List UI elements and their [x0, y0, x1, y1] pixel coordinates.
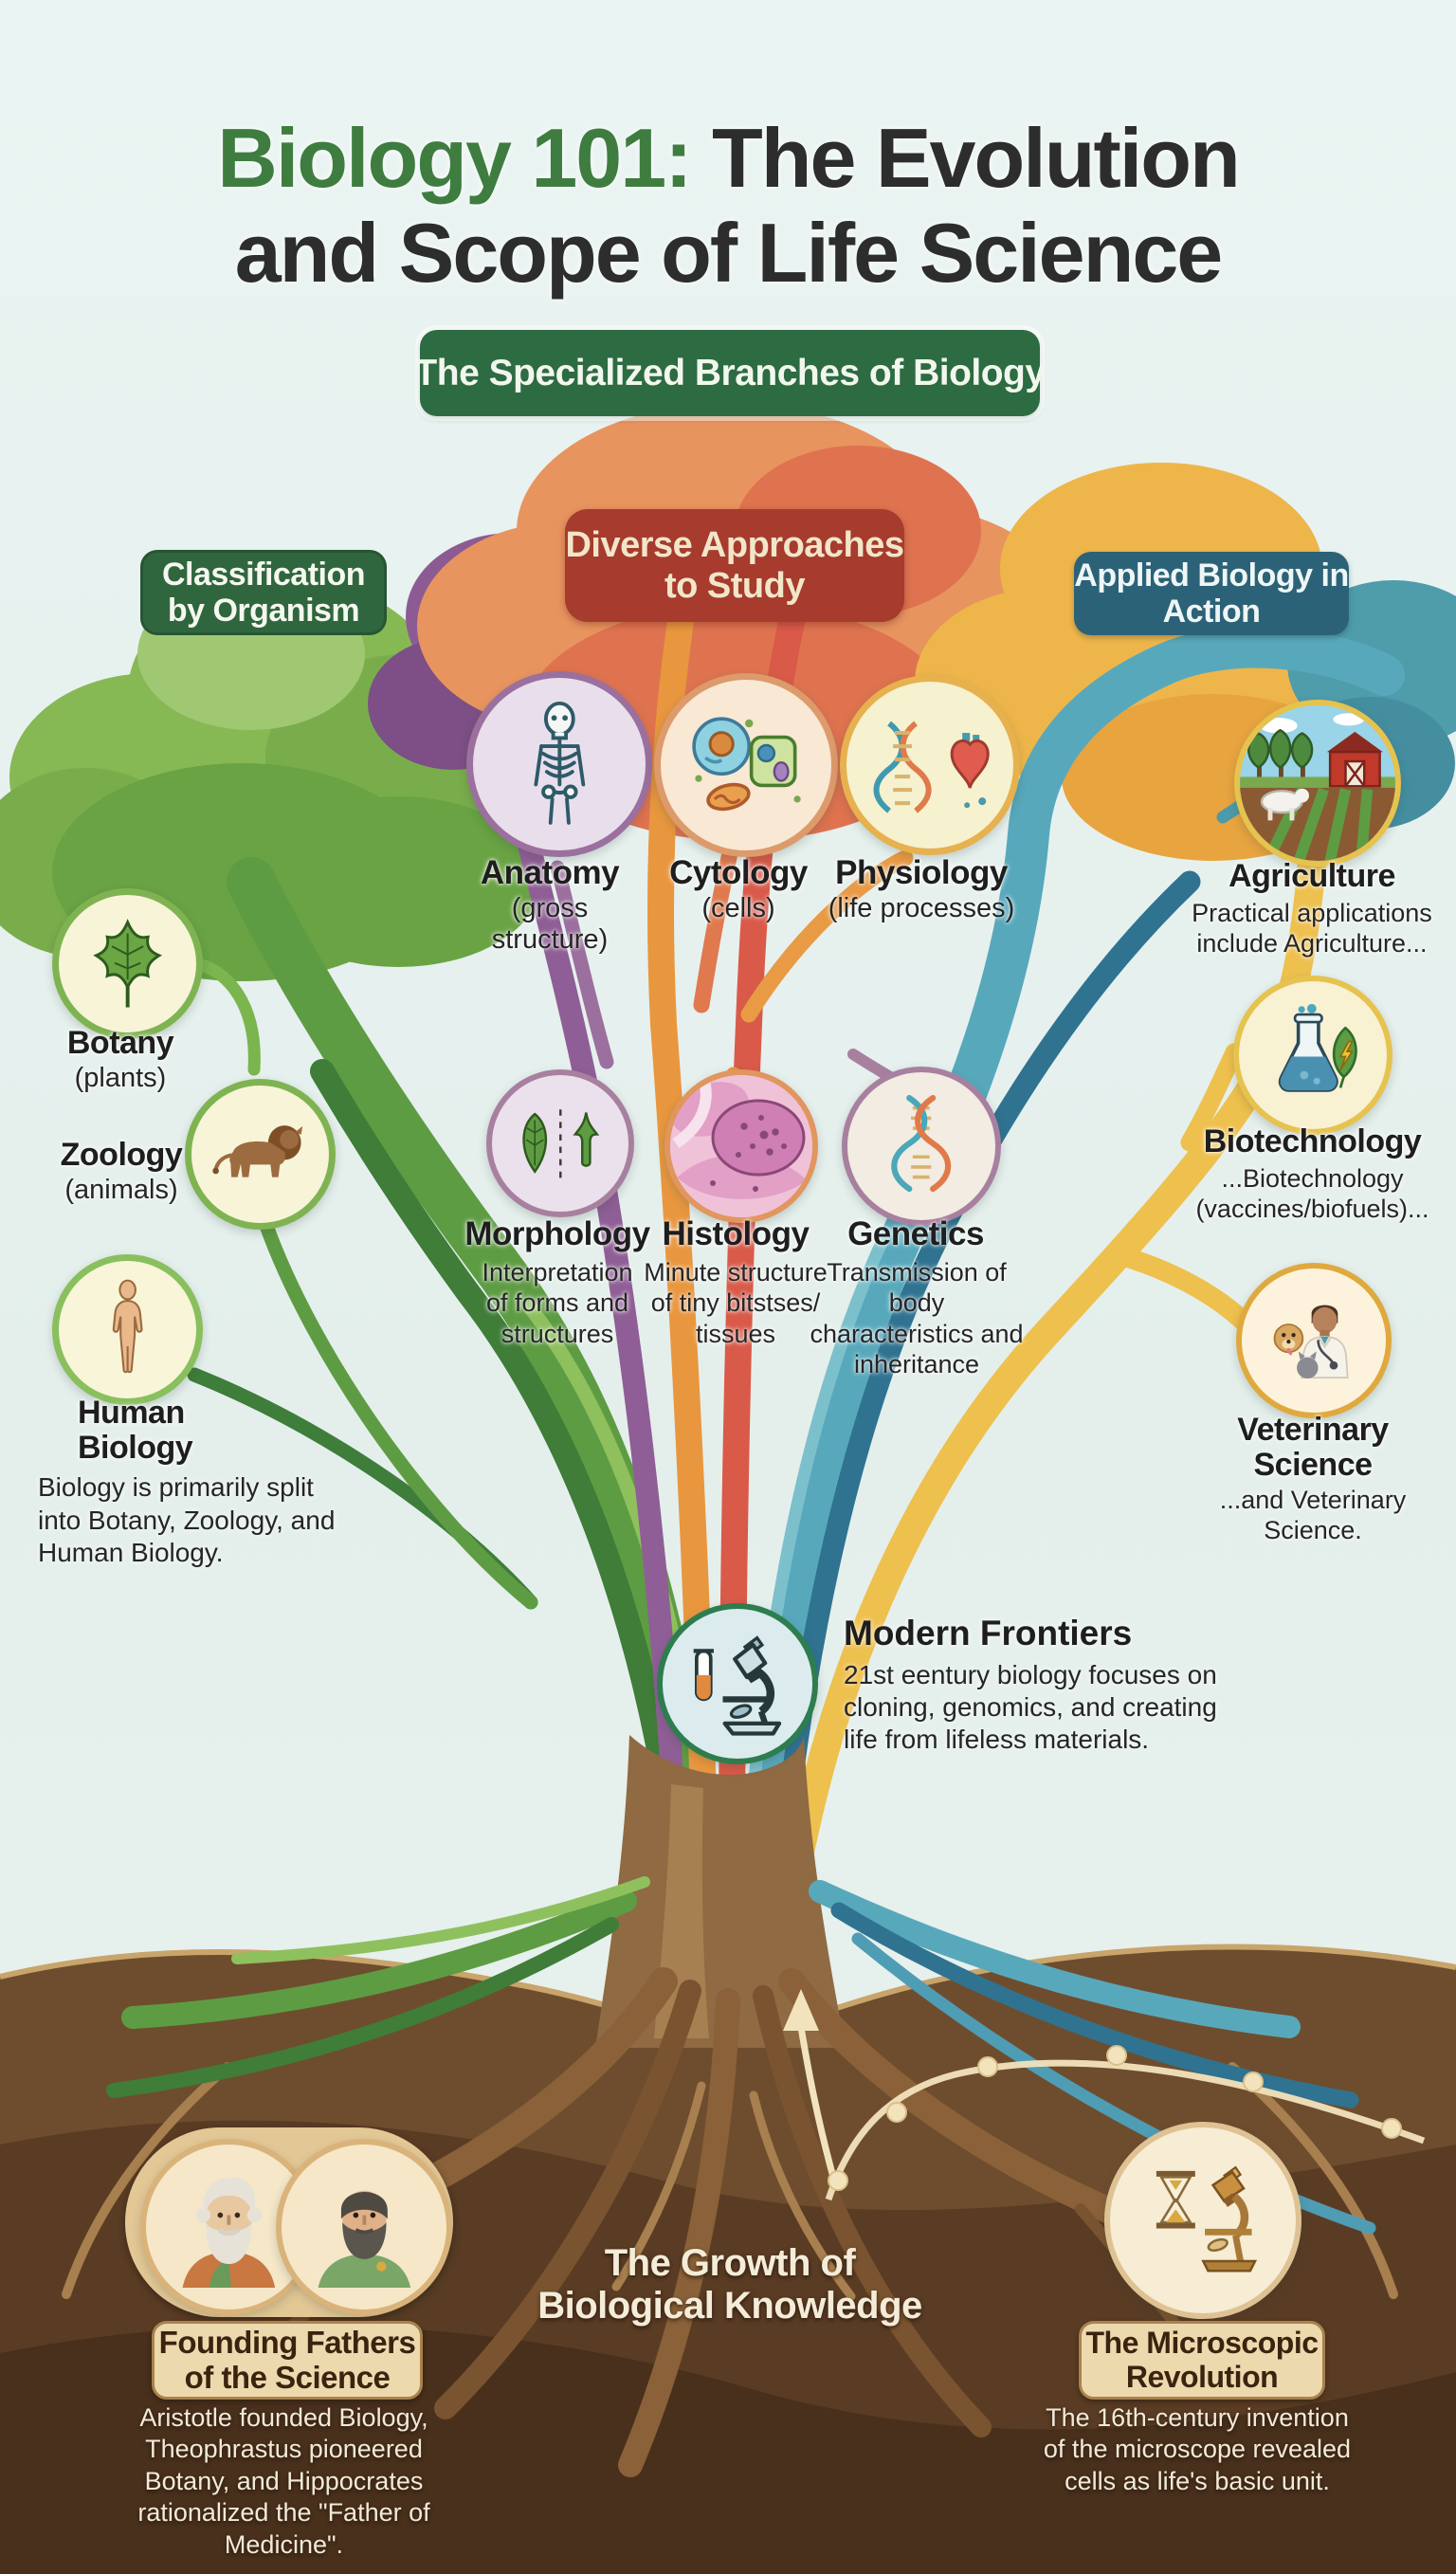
modern-frontiers-title: Modern Frontiers [844, 1614, 1133, 1652]
dna-icon [891, 1095, 952, 1193]
timeline-arrow-icon [783, 1989, 1426, 2201]
anatomy-label: Anatomy (gross structure) [480, 854, 620, 956]
human-biology-circle [52, 1254, 203, 1405]
tissue-icon [670, 1075, 812, 1217]
veterinary-desc: ...and Veterinary Science. [1219, 1486, 1407, 1545]
farm-icon [1240, 705, 1395, 861]
morphology-label: Morphology [464, 1215, 650, 1252]
modern-frontiers-circle [657, 1603, 818, 1764]
histology-desc: Minute structure of tiny bitstses/ tissu… [644, 1258, 828, 1348]
botany-label: Botany (plants) [66, 1025, 174, 1093]
growth-title: The Growth of Biological Knowledge [537, 2242, 922, 2327]
flask-leaf-icon [1279, 1004, 1358, 1093]
organism-note: Biology is primarily split into Botany, … [38, 1472, 336, 1568]
skeleton-icon [534, 701, 585, 825]
lion-icon [212, 1124, 303, 1177]
cytology-circle [654, 673, 838, 857]
title-green-part: Biology 101: [217, 110, 692, 205]
banner-applied-biology: Applied Biology in Action [1074, 552, 1349, 635]
morphology-desc: Interpretation of forms and structures [482, 1258, 633, 1348]
modern-frontiers-desc: 21st eentury biology focuses on cloning,… [844, 1660, 1217, 1755]
botany-circle [52, 888, 203, 1039]
leaves-icon [522, 1108, 599, 1178]
microscopic-revolution-banner: The Microscopic Revolution [1079, 2321, 1325, 2400]
histology-circle [664, 1069, 818, 1223]
philosophers-icon [318, 2190, 410, 2289]
banner-diverse-approaches: Diverse Approaches to Study [565, 509, 904, 622]
anatomy-circle [466, 671, 652, 857]
physiology-label: Physiology (life processes) [828, 854, 1015, 923]
genetics-label: Genetics [847, 1215, 984, 1252]
agriculture-circle [1234, 700, 1401, 867]
hourglass-microscope-icon [1156, 2166, 1258, 2273]
biotechnology-label: Biotechnology ...Biotechnology (vaccines… [1195, 1123, 1429, 1224]
zoology-circle [185, 1079, 336, 1230]
genetics-circle [842, 1067, 1001, 1226]
genetics-desc: Transmission of body characteristics and… [810, 1258, 1024, 1379]
veterinary-circle [1236, 1263, 1392, 1418]
physiology-circle [840, 675, 1020, 855]
biotechnology-circle [1233, 976, 1392, 1135]
dna-heart-icon [873, 721, 990, 813]
veterinary-label: Veterinary Science [1237, 1412, 1389, 1483]
human-biology-label: Human Biology [78, 1395, 193, 1466]
vet-icon [1273, 1305, 1349, 1378]
title-line2: and Scope of Life Science [234, 206, 1224, 301]
leaf-icon [93, 918, 162, 1008]
morphology-circle [486, 1069, 634, 1217]
page-title: Biology 101: The Evolution and Scope of … [0, 111, 1456, 301]
cells-icon [692, 717, 802, 812]
microscope-icon [693, 1634, 781, 1736]
human-icon [112, 1279, 143, 1374]
histology-label: Histology [662, 1215, 810, 1252]
founding-fathers-desc: Aristotle founded Biology, Theophrastus … [137, 2403, 430, 2559]
agriculture-label: Agriculture Practical applications inclu… [1192, 858, 1432, 958]
banner-specialized-branches: The Specialized Branches of Biology [414, 330, 1046, 416]
hippocrates-portrait [276, 2139, 452, 2315]
microscopic-revolution-desc: The 16th-century invention of the micros… [1043, 2403, 1352, 2495]
banner-classification-by-organism: Classification by Organism [140, 550, 387, 635]
microscopic-revolution-circle [1104, 2122, 1301, 2319]
founding-fathers-banner: Founding Fathers of the Science [152, 2321, 423, 2400]
zoology-label: Zoology (animals) [60, 1137, 183, 1205]
cytology-label: Cytology (cells) [669, 854, 808, 923]
title-dark-part: The Evolution [711, 110, 1241, 205]
philosophers-icon [182, 2177, 275, 2289]
